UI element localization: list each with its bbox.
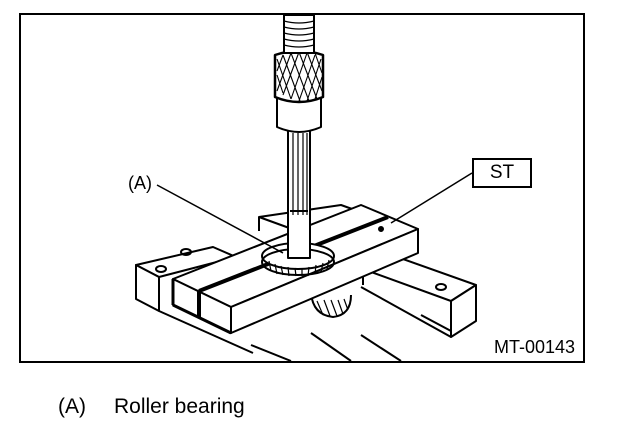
figure-frame: (A) ST MT-00143 — [19, 13, 585, 363]
legend-key: (A) — [58, 395, 86, 418]
gauge-stem — [287, 129, 311, 259]
legend-text: Roller bearing — [114, 395, 245, 418]
reference-code: MT-00143 — [493, 337, 575, 357]
knurled-knob — [273, 49, 325, 104]
legend: (A) Roller bearing — [58, 396, 245, 417]
frame-rails — [250, 314, 452, 361]
lower-gear — [310, 292, 352, 318]
gauge-sleeve — [276, 95, 322, 133]
callout-a-label: (A) — [128, 173, 152, 193]
st-label: ST — [489, 162, 515, 183]
bearing-diagram — [135, 15, 477, 361]
leader-line-a — [156, 184, 284, 254]
st-label-box: ST — [472, 158, 532, 188]
leader-line-st — [390, 172, 473, 224]
threaded-top — [283, 15, 315, 54]
